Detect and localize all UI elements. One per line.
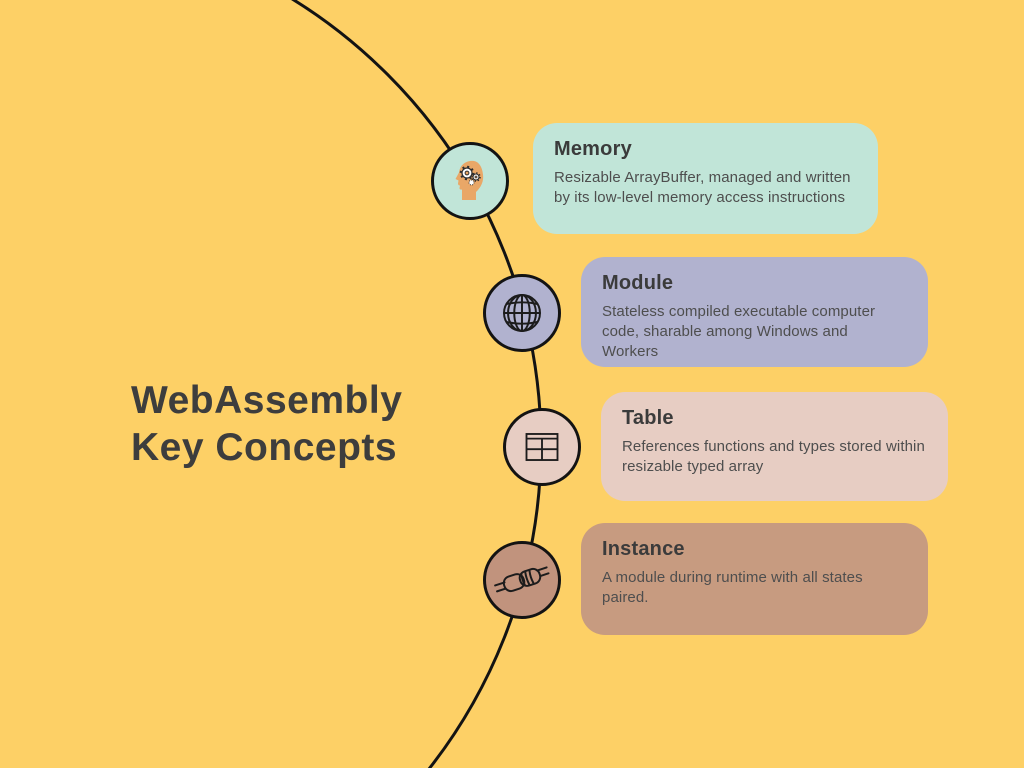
- concept-card-instance: Instance A module during runtime with al…: [581, 523, 928, 635]
- concept-card-module: Module Stateless compiled executable com…: [581, 257, 928, 367]
- page-title: WebAssembly Key Concepts: [131, 377, 402, 471]
- concept-description-memory: Resizable ArrayBuffer, managed and writt…: [554, 169, 851, 206]
- table-badge: [503, 408, 581, 486]
- concept-title-table: Table: [622, 407, 674, 429]
- page-title-line1: WebAssembly: [131, 379, 403, 422]
- instance-badge: [483, 541, 561, 619]
- memory-badge: [431, 142, 509, 220]
- concept-description-table: References functions and types stored wi…: [622, 438, 925, 475]
- concept-card-table: Table References functions and types sto…: [601, 392, 948, 501]
- table-grid-icon: [511, 416, 573, 478]
- concept-title-instance: Instance: [602, 538, 685, 560]
- globe-icon: [491, 282, 553, 344]
- concept-card-memory: Memory Resizable ArrayBuffer, managed an…: [533, 123, 878, 234]
- concept-description-module: Stateless compiled executable computer c…: [602, 303, 876, 360]
- concept-title-memory: Memory: [554, 138, 632, 160]
- head-gears-icon: [445, 156, 495, 206]
- module-badge: [483, 274, 561, 352]
- handshake-icon: [491, 549, 553, 611]
- page-title-line2: Key Concepts: [131, 426, 398, 469]
- concept-description-instance: A module during runtime with all states …: [602, 569, 863, 606]
- concept-title-module: Module: [602, 272, 674, 294]
